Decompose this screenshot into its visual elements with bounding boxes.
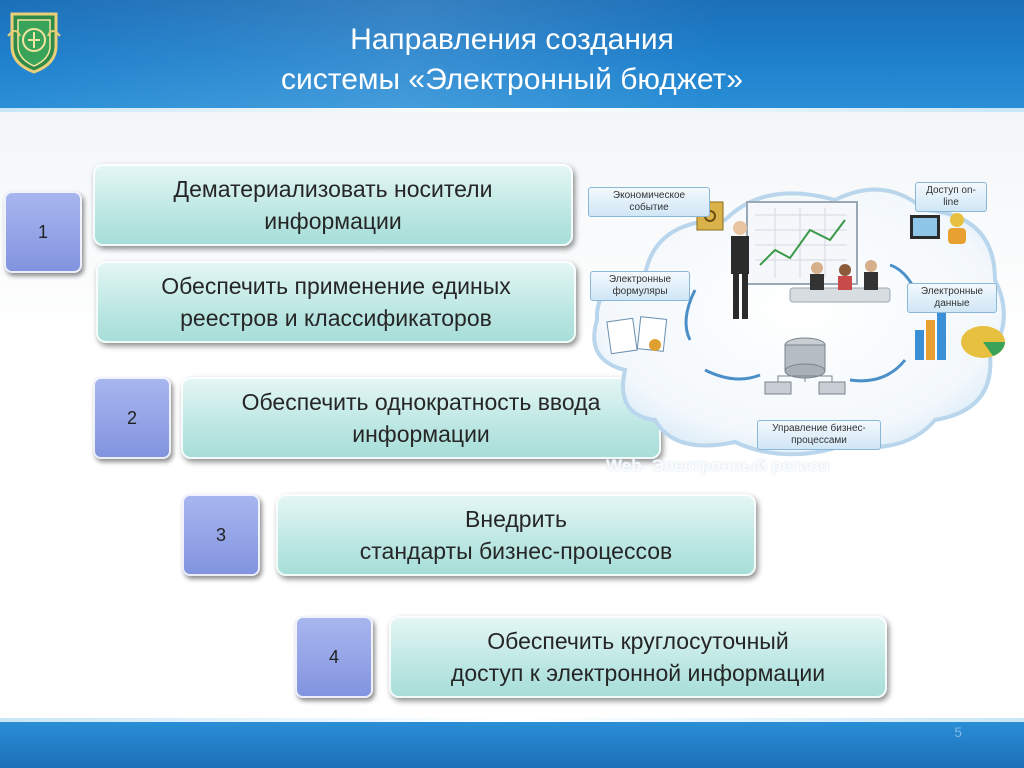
direction-card-2: Обеспечить однократность ввода информаци… <box>181 377 661 459</box>
direction-card-3: Внедрить стандарты бизнес-процессов <box>276 494 756 576</box>
label-economic-event: Экономическое событие <box>588 187 710 217</box>
number-badge-label: 2 <box>126 407 137 428</box>
direction-card-text: Обеспечить применение единых реестров и … <box>161 273 511 331</box>
direction-card-1: Дематериализовать носители информации <box>93 164 573 246</box>
header-shine <box>0 0 1024 108</box>
number-badge-label: 4 <box>328 646 339 667</box>
title-line-2: системы «Электронный бюджет» <box>281 63 743 96</box>
page-title: Направления создания системы «Электронны… <box>150 20 874 100</box>
label-process-management: Управление бизнес-процессами <box>757 420 881 450</box>
direction-card-text: Внедрить стандарты бизнес-процессов <box>359 506 673 564</box>
label-online-access: Доступ on-line <box>915 182 987 212</box>
emblem-logo-icon <box>7 12 61 74</box>
direction-card-1b: Обеспечить применение единых реестров и … <box>96 261 576 343</box>
label-electronic-forms: Электронные формуляры <box>590 271 690 301</box>
number-badge-4: 4 <box>295 616 373 698</box>
number-badge-label: 3 <box>215 524 226 545</box>
direction-card-text: Обеспечить однократность ввода информаци… <box>241 389 601 447</box>
number-badge-1: 1 <box>4 191 82 273</box>
title-line-1: Направления создания <box>350 23 674 56</box>
number-badge-3: 3 <box>182 494 260 576</box>
footer-divider <box>0 718 1024 722</box>
number-badge-2: 2 <box>93 377 171 459</box>
watermark-text: Web- Электронный регион <box>606 456 830 475</box>
label-electronic-data: Электронные данные <box>907 283 997 313</box>
header-bar <box>0 0 1024 108</box>
number-badge-label: 1 <box>37 221 48 242</box>
footer-bar <box>0 722 1024 768</box>
cloud-illustration-icon <box>592 187 1006 457</box>
direction-card-text: Дематериализовать носители информации <box>173 176 493 234</box>
header-divider <box>0 108 1024 112</box>
e-budget-diagram: Экономическое событие Доступ on-line Эле… <box>585 170 1015 470</box>
page-number: 5 <box>954 724 962 740</box>
direction-card-4: Обеспечить круглосуточный доступ к элект… <box>389 616 887 698</box>
direction-card-text: Обеспечить круглосуточный доступ к элект… <box>450 628 826 686</box>
